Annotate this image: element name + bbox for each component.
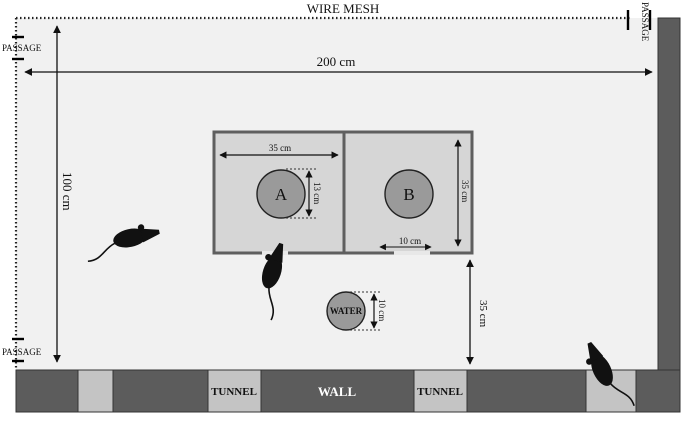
door-right bbox=[394, 251, 430, 255]
object-a-label: A bbox=[275, 185, 288, 204]
passage-label: PASSAGE bbox=[640, 2, 650, 42]
right-wall bbox=[657, 17, 681, 371]
object-size-label: 13 cm bbox=[312, 182, 322, 204]
box-height-label: 35 cm bbox=[460, 180, 470, 202]
object-b bbox=[384, 169, 434, 219]
wall-segment bbox=[635, 369, 681, 413]
height-dimension-label: 100 cm bbox=[60, 172, 75, 211]
water-size-label: 10 cm bbox=[377, 299, 387, 321]
box-width-label: 35 cm bbox=[269, 143, 291, 153]
tunnel-label: TUNNEL bbox=[211, 386, 257, 398]
wire-mesh-label: WIRE MESH bbox=[307, 1, 380, 16]
object-b-label: B bbox=[403, 185, 414, 204]
width-dimension-label: 200 cm bbox=[317, 54, 356, 69]
passage-label: PASSAGE bbox=[2, 347, 42, 357]
wall-segment bbox=[15, 369, 79, 413]
tunnel-segment bbox=[413, 369, 468, 413]
passage-label: PASSAGE bbox=[2, 43, 42, 53]
water-label: WATER bbox=[330, 306, 363, 316]
water-bottle bbox=[326, 291, 366, 331]
wall-label: WALL bbox=[318, 384, 357, 399]
object-a bbox=[256, 169, 306, 219]
gap-dimension-label: 35 cm bbox=[477, 300, 489, 328]
door-width-label: 10 cm bbox=[399, 236, 421, 246]
wall-segment bbox=[466, 369, 587, 413]
wall-segment bbox=[112, 369, 209, 413]
tunnel-label: TUNNEL bbox=[417, 386, 463, 398]
box-right bbox=[342, 130, 474, 255]
wall-segment bbox=[260, 369, 415, 413]
tunnel-segment bbox=[77, 369, 114, 413]
